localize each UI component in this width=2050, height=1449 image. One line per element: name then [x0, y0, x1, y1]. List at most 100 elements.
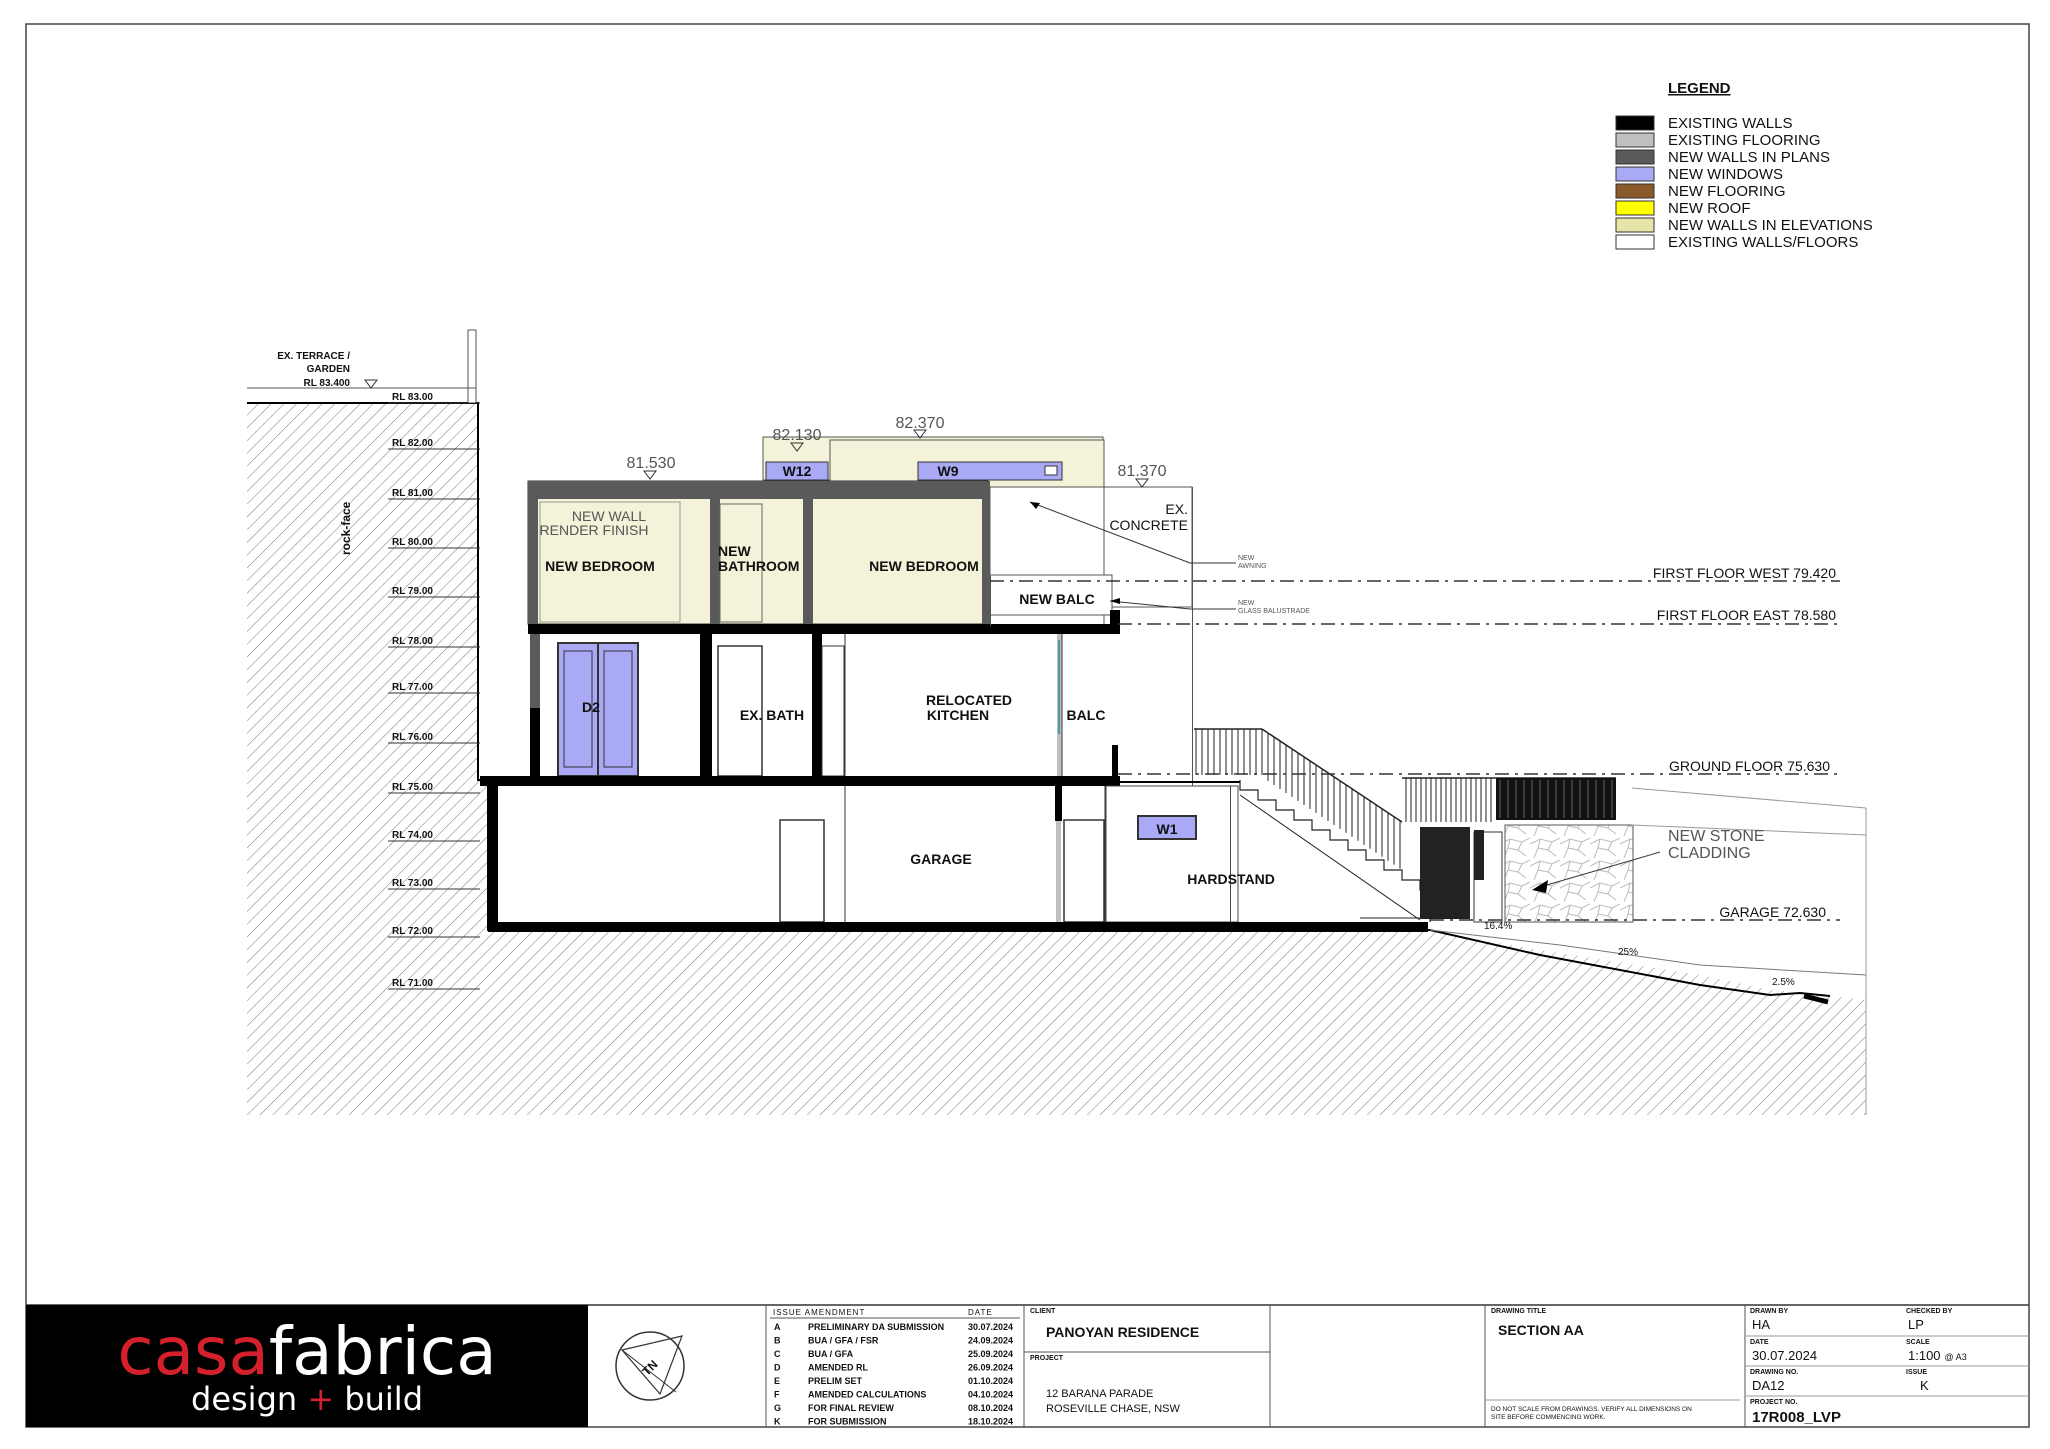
rl-label: RL 73.00: [392, 878, 433, 889]
rl-label: RL 77.00: [392, 682, 433, 693]
legend-title: LEGEND: [1668, 80, 1731, 97]
window-w12: [765, 461, 829, 481]
window-w9: [917, 461, 1063, 481]
svg-text:W1: W1: [1157, 821, 1178, 837]
garage-slab: [488, 922, 1428, 932]
issue-desc-cell: AMENDED CALCULATIONS: [808, 1390, 926, 1400]
external-stairs: [1194, 728, 1616, 922]
issue-code-cell: F: [774, 1390, 780, 1400]
north-point-icon: TN: [615, 1331, 685, 1401]
room-balc: BALC: [1067, 707, 1106, 723]
issue-code-cell: E: [774, 1376, 780, 1386]
legend-swatch: [1615, 200, 1655, 216]
terrace-post: [467, 329, 477, 404]
terrace-label: EX. TERRACE /: [277, 351, 350, 362]
legend-label: NEW FLOORING: [1668, 183, 1786, 200]
legend-swatch: [1615, 217, 1655, 233]
issue-code-cell: C: [774, 1349, 781, 1359]
project-number: 17R008_LVP: [1752, 1409, 1841, 1426]
new-glass-balustrade-label: NEW: [1238, 600, 1255, 607]
room-ex-bath: EX. BATH: [740, 707, 804, 723]
grade-25: 25%: [1618, 947, 1638, 958]
issue-date-cell: 26.09.2024: [968, 1363, 1013, 1373]
issue-desc-cell: FOR SUBMISSION: [808, 1417, 887, 1427]
grade-16-4: 16.4%: [1484, 921, 1512, 932]
issue-date-header: DATE: [968, 1308, 993, 1317]
issue-code: K: [1920, 1378, 1929, 1393]
ground-floor-slab: [480, 776, 1120, 786]
room-new-bedroom-1: NEW BEDROOM: [545, 558, 655, 574]
project-address-1: 12 BARANA PARADE: [1046, 1388, 1153, 1400]
ex-concrete-label: EX.: [1165, 501, 1188, 517]
svg-text:W12: W12: [783, 463, 812, 479]
rl-label: RL 75.00: [392, 782, 433, 793]
issue-date-cell: 08.10.2024: [968, 1403, 1013, 1413]
rl-label: RL 72.00: [392, 926, 433, 937]
svg-text:SCALE: SCALE: [1906, 1339, 1930, 1346]
legend-label: NEW WALLS IN PLANS: [1668, 149, 1830, 166]
issue-header: ISSUE AMENDMENT: [773, 1308, 865, 1317]
legend-label: EXISTING FLOORING: [1668, 132, 1821, 149]
existing-ground-line: [1429, 929, 1867, 976]
client-label: CLIENT: [1030, 1308, 1056, 1315]
rl-label: RL 82.00: [392, 438, 433, 449]
room-garage: GARAGE: [910, 851, 971, 867]
rl-label: RL 74.00: [392, 830, 433, 841]
first-floor-west-label: FIRST FLOOR WEST 79.420: [1653, 565, 1836, 581]
legend-label: NEW ROOF: [1668, 200, 1751, 217]
issue-desc-cell: PRELIMINARY DA SUBMISSION: [808, 1322, 944, 1332]
drawing-title-label: DRAWING TITLE: [1491, 1308, 1547, 1315]
svg-text:KITCHEN: KITCHEN: [927, 707, 989, 723]
room-hardstand: HARDSTAND: [1187, 871, 1275, 887]
svg-text:TN: TN: [639, 1357, 660, 1378]
issue-code-cell: A: [774, 1322, 781, 1332]
legend-swatch: [1615, 115, 1655, 131]
rl-label: RL 78.00: [392, 636, 433, 647]
svg-text:CLADDING: CLADDING: [1668, 845, 1751, 862]
new-wall-label: NEW WALL: [572, 508, 646, 524]
terrace-rl: RL 83.400: [303, 378, 350, 389]
issue-date-cell: 25.09.2024: [968, 1349, 1013, 1359]
rl-label: RL 80.00: [392, 537, 433, 548]
project-address-2: ROSEVILLE CHASE, NSW: [1046, 1403, 1180, 1415]
first-floor-east-label: FIRST FLOOR EAST 78.580: [1657, 607, 1836, 623]
door-d2-label: D2: [582, 699, 600, 715]
drawing-scale: 1:100@ A3: [1908, 1348, 1967, 1363]
level-82130: 82.130: [773, 427, 822, 444]
issue-desc-cell: BUA / GFA: [808, 1349, 854, 1359]
scale-note-1: DO NOT SCALE FROM DRAWINGS. VERIFY ALL D…: [1491, 1406, 1692, 1413]
drawing-date: 30.07.2024: [1752, 1348, 1817, 1363]
legend-swatch: [1615, 183, 1655, 199]
new-awning-label: NEW: [1238, 555, 1255, 562]
svg-text:DRAWN BY: DRAWN BY: [1750, 1308, 1788, 1315]
grade-2-5: 2.5%: [1772, 977, 1795, 988]
sheet-border: [25, 23, 2030, 1428]
drawing-number: DA12: [1752, 1378, 1785, 1393]
legend-swatch: [1615, 234, 1655, 250]
rl-label: RL 81.00: [392, 488, 433, 499]
legend-swatch: [1615, 166, 1655, 182]
issue-date-cell: 04.10.2024: [968, 1390, 1013, 1400]
issue-desc-cell: AMENDED RL: [808, 1363, 869, 1373]
legend-label: EXISTING WALLS: [1668, 115, 1792, 132]
room-new-balc: NEW BALC: [1019, 591, 1094, 607]
issue-date-cell: 24.09.2024: [968, 1336, 1013, 1346]
rock-face-label: rock-face: [339, 501, 353, 555]
ground-mass: [247, 402, 1867, 1115]
project-label: PROJECT: [1030, 1355, 1064, 1362]
issue-code-cell: G: [774, 1403, 781, 1413]
rl-label: RL 83.00: [392, 392, 433, 403]
client-name: PANOYAN RESIDENCE: [1046, 1324, 1199, 1340]
svg-text:CHECKED BY: CHECKED BY: [1906, 1308, 1953, 1315]
level-81370: 81.370: [1118, 463, 1167, 480]
legend-label: EXISTING WALLS/FLOORS: [1668, 234, 1858, 251]
issue-desc-cell: FOR FINAL REVIEW: [808, 1403, 894, 1413]
drawing-title: SECTION AA: [1498, 1322, 1584, 1338]
svg-text:ISSUE: ISSUE: [1906, 1369, 1927, 1376]
rl-label: RL 79.00: [392, 586, 433, 597]
svg-text:PROJECT NO.: PROJECT NO.: [1750, 1399, 1798, 1406]
svg-text:DATE: DATE: [1750, 1339, 1769, 1346]
garage-level-label: GARAGE 72.630: [1719, 904, 1826, 920]
stone-cladding: [1504, 824, 1634, 923]
floor-level-lines: [990, 580, 1840, 921]
